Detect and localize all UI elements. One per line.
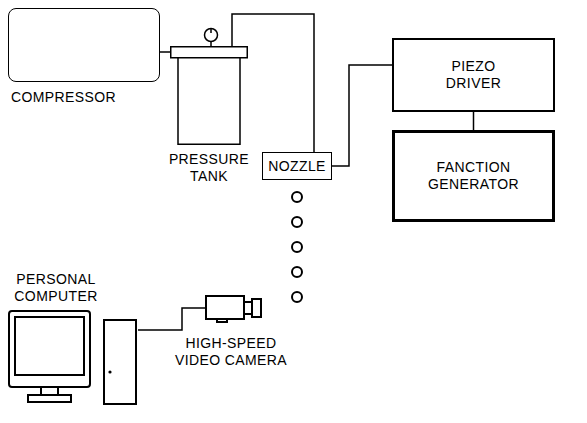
function-generator-box: FANCTION GENERATOR — [392, 130, 555, 222]
box-label: NOZZLE — [268, 158, 326, 175]
compressor: COMPRESSOR — [8, 8, 160, 82]
connector-line — [138, 308, 205, 330]
tank-outline — [170, 46, 248, 145]
nozzle-box: NOZZLE — [262, 152, 332, 180]
droplet — [292, 192, 302, 202]
part-label: PERSONAL COMPUTER — [6, 271, 106, 305]
camera-outline — [205, 293, 262, 323]
box-label: PIEZO DRIVER — [428, 58, 520, 92]
connector-line — [160, 51, 170, 53]
box-label: FANCTION GENERATOR — [414, 159, 534, 193]
part-label: COMPRESSOR — [11, 89, 151, 106]
pressure-tank: PRESSURE TANK — [170, 46, 248, 145]
connector-line — [473, 112, 475, 130]
computer-outline — [8, 310, 138, 405]
video-camera: HIGH-SPEED VIDEO CAMERA — [205, 293, 262, 323]
pressure-gauge — [205, 29, 218, 42]
part-label: HIGH-SPEED VIDEO CAMERA — [173, 335, 289, 369]
gauge-needle — [210, 29, 212, 34]
connector-line — [232, 14, 314, 152]
droplet — [292, 242, 302, 252]
droplet — [292, 267, 302, 277]
gauge-stem — [210, 42, 212, 46]
connector-line — [332, 65, 392, 166]
part-label: PRESSURE TANK — [158, 151, 260, 185]
droplet — [292, 217, 302, 227]
personal-computer: PERSONAL COMPUTER — [8, 310, 138, 405]
droplet — [292, 292, 302, 302]
piezo-driver-box: PIEZO DRIVER — [392, 38, 555, 112]
